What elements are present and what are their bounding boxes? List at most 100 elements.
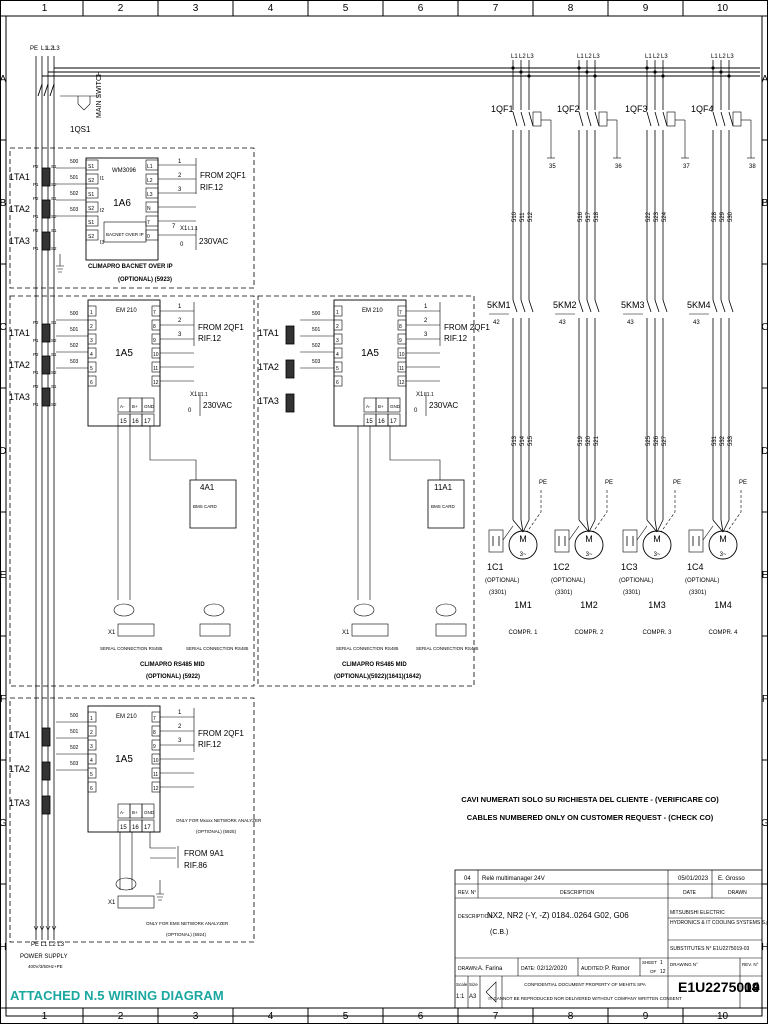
- rs485-cable: [357, 426, 441, 600]
- terminal-number: 5: [336, 366, 339, 372]
- junction-dot: [585, 70, 589, 74]
- meter-terminal: [87, 347, 97, 359]
- current-transformer-id: 1TA3: [9, 392, 30, 402]
- ground-symbol: [56, 254, 64, 273]
- breaker-phase-l3: L3: [727, 54, 734, 60]
- aux-reference: 36: [615, 164, 622, 170]
- junction-dot: [711, 66, 715, 70]
- column-number-bottom: 3: [193, 1011, 199, 1022]
- breaker-phase-l1: L1: [711, 54, 718, 60]
- title-block: [454, 869, 763, 1009]
- capacitor-optional: (OPTIONAL): [485, 578, 519, 584]
- bacnet-input-terminal: [85, 173, 99, 185]
- em-left-caption-code: (OPTIONAL) (5922): [146, 674, 200, 680]
- bacnet-x1: X1: [180, 226, 188, 232]
- ct-terminal-s2: S2: [51, 214, 57, 219]
- ct-wire-number: 502: [70, 745, 79, 751]
- junction-dot: [719, 70, 723, 74]
- ct-terminal-p2: P2: [33, 196, 39, 201]
- column-number-bottom: 9: [643, 1011, 649, 1022]
- terminal-number: 12: [153, 786, 159, 792]
- capacitor-code: (3301): [689, 590, 706, 596]
- tb-revision-label: REV. N°: [742, 962, 759, 967]
- cable-number: 522: [646, 211, 652, 222]
- power-supply-terminals: PE L1 L2 L3: [31, 942, 65, 948]
- output-number: 2: [178, 173, 182, 179]
- cable-number: 525: [646, 435, 652, 446]
- pe-conductor: [526, 490, 542, 533]
- output-number: 1: [424, 304, 428, 310]
- cable-number: 515: [528, 435, 534, 446]
- capacitor-box: [554, 529, 570, 553]
- terminal-number: 1: [90, 310, 93, 316]
- ct-wire-number: 503: [70, 761, 79, 767]
- cable-shield: [113, 603, 135, 617]
- motor-lead: [578, 519, 590, 533]
- column-number-top: 7: [493, 3, 499, 14]
- ct-terminal-p1: P1: [33, 182, 39, 187]
- row-letter-left: B: [0, 198, 7, 209]
- column-number-bottom: 7: [493, 1011, 499, 1022]
- motor-letter: M: [519, 534, 527, 544]
- bacnet-output-label: 7: [147, 220, 150, 226]
- bus-terminal: [387, 413, 401, 427]
- from-reference: FROM 2QF1: [444, 323, 490, 332]
- meter-terminal: [87, 753, 97, 765]
- meter-terminal: [333, 347, 343, 359]
- tb-header-drawn: DRAWN: [728, 890, 747, 896]
- junction-dot: [511, 66, 515, 70]
- terminal-number: 5: [90, 772, 93, 778]
- contactor-contact: [720, 299, 726, 313]
- ems-analyzer-note: ONLY FOR EMS NETWORK ANALYZER: [146, 921, 229, 926]
- meter-model: EM 210: [116, 714, 137, 720]
- terminal-number: 12: [399, 380, 405, 386]
- em210-right-optional-group: [257, 295, 475, 687]
- tb-description-label: DESCRIPTION:: [458, 914, 494, 920]
- bms-card-id: 4A1: [200, 483, 215, 492]
- bus-terminal-label: GND: [390, 404, 401, 409]
- from-reference: FROM 2QF1: [198, 323, 244, 332]
- tb-drawn-label: DRAWN:: [458, 966, 478, 972]
- meter-terminal: [333, 319, 343, 331]
- column-number-bottom: 2: [118, 1011, 124, 1022]
- bacnet-input-label: S2: [88, 206, 94, 212]
- terminal-number: 2: [336, 324, 339, 330]
- bacnet-input-terminal: [85, 159, 99, 171]
- motor-lead: [646, 519, 658, 533]
- column-number-bottom: 5: [343, 1011, 349, 1022]
- ct-terminal-s1: S1: [51, 196, 57, 201]
- bacnet-meter-model: WM3096: [112, 168, 137, 174]
- bus-terminal-number: 16: [132, 825, 139, 831]
- em-left-caption: CLIMAPRO RS485 MID: [140, 662, 205, 668]
- ct-terminal-s1: S1: [51, 384, 57, 389]
- bus-terminal: [141, 819, 155, 833]
- junction-dot: [653, 70, 657, 74]
- breaker-phase-l2: L2: [719, 54, 726, 60]
- bacnet-output-label: N: [147, 206, 151, 212]
- junction-dot: [527, 74, 531, 78]
- cable-shield: [115, 877, 137, 891]
- bacnet-input-terminal: [85, 215, 99, 227]
- cable-number: 517: [586, 211, 592, 222]
- bacnet-rif: RIF.12: [200, 183, 224, 192]
- attached-diagram-title: ATTACHED N.5 WIRING DIAGRAM: [10, 988, 224, 1003]
- column-number-bottom: 4: [268, 1011, 274, 1022]
- pe-conductor-label: PE: [605, 480, 613, 486]
- tb-date-value: 02/12/2020: [537, 966, 568, 972]
- column-number-top: 6: [418, 3, 424, 14]
- network-analyzer-note: ONLY FOR Mxxxx NETWORK ANALYZER: [176, 818, 262, 823]
- tb-sheet-total: 12: [660, 969, 666, 975]
- bacnet-meter-id: 1A6: [113, 198, 131, 209]
- rif-reference: RIF.12: [198, 740, 222, 749]
- ct-terminal-s1: S1: [51, 352, 57, 357]
- capacitor-id: 1C2: [553, 562, 570, 572]
- current-transformer-id: 1TA1: [9, 172, 30, 182]
- ct-terminal-s2: S2: [51, 182, 57, 187]
- meter-id: 1A5: [361, 348, 379, 359]
- ct-wire-number: 502: [70, 191, 79, 197]
- breaker-contact: [712, 111, 718, 127]
- contactor-contact: [520, 299, 526, 313]
- serial-terminal-block: [351, 623, 389, 637]
- cable-number: 529: [720, 211, 726, 222]
- bacnet-x1-0: 0: [180, 242, 184, 248]
